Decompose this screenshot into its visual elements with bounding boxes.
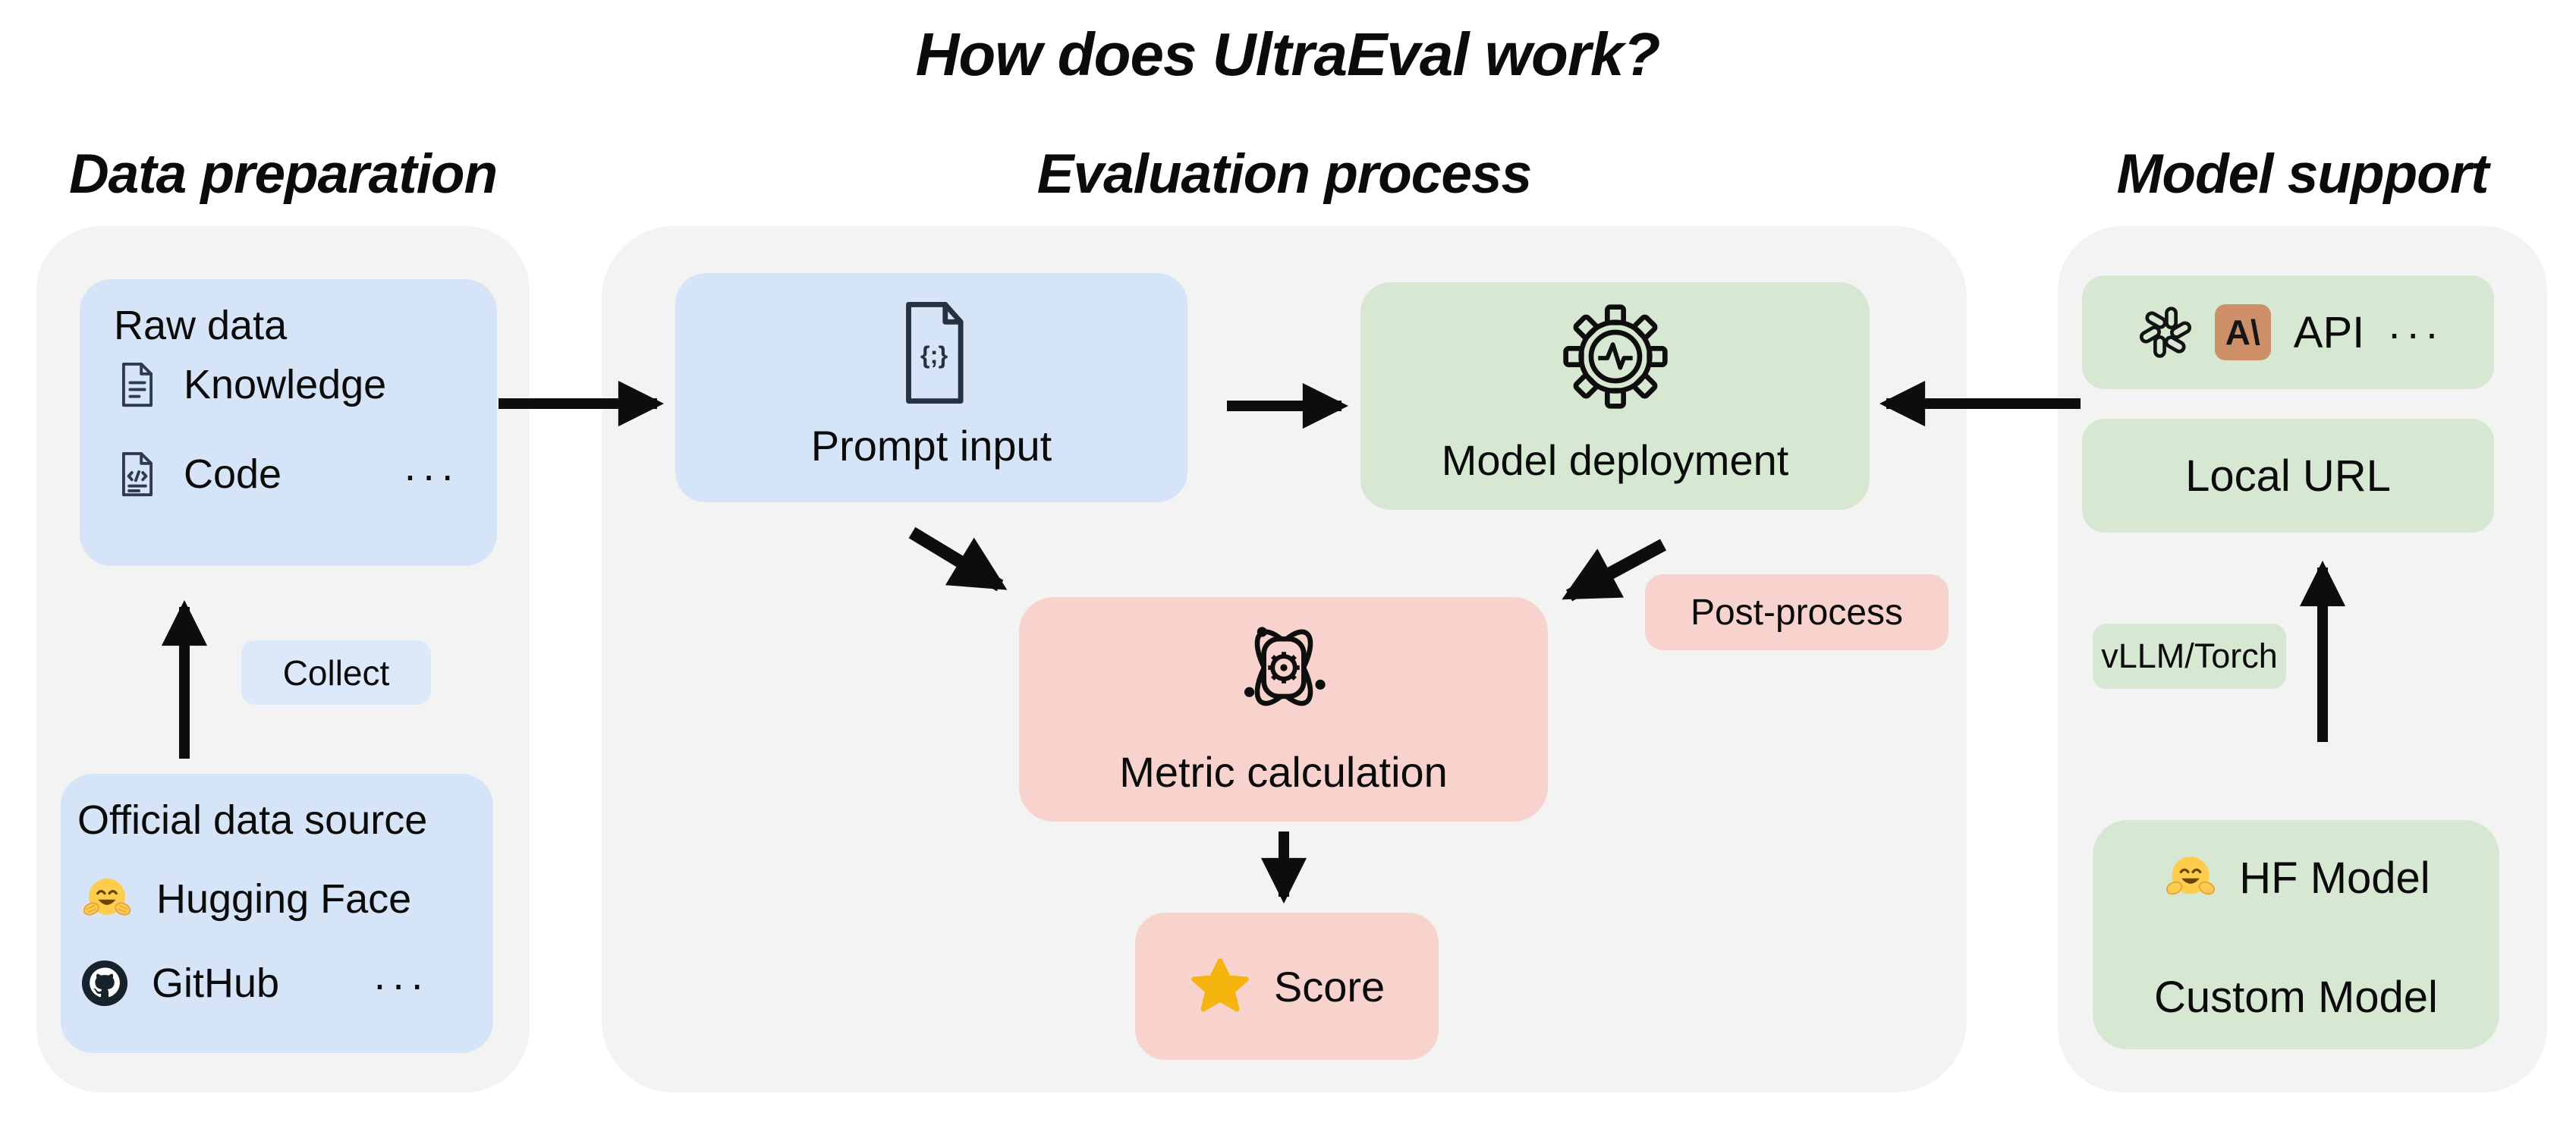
official-source-ellipsis: ··· bbox=[373, 959, 429, 1008]
metric-calculation-label: Metric calculation bbox=[1119, 748, 1448, 796]
code-file-icon bbox=[114, 448, 161, 501]
arrow-promptinput-to-metric bbox=[908, 527, 1008, 592]
prompt-input-box: {;} Prompt input bbox=[675, 273, 1187, 502]
github-label: GitHub bbox=[152, 960, 280, 1006]
official-data-source-box bbox=[61, 774, 493, 1053]
hf-model-row: HF Model bbox=[2093, 849, 2499, 907]
hugging-face-icon bbox=[2162, 849, 2219, 907]
vllm-torch-badge: vLLM/Torch bbox=[2093, 624, 2286, 689]
api-ellipsis: ··· bbox=[2387, 308, 2444, 357]
github-row: GitHub ··· bbox=[79, 957, 429, 1009]
hf-model-box: HF Model Custom Model bbox=[2093, 820, 2499, 1049]
collect-badge: Collect bbox=[241, 640, 431, 705]
anthropic-icon: A\ bbox=[2214, 304, 2271, 360]
prompt-input-label: Prompt input bbox=[810, 422, 1052, 470]
metric-calculation-box: Metric calculation bbox=[1019, 597, 1548, 822]
document-icon bbox=[114, 358, 161, 411]
hugging-face-row: Hugging Face bbox=[79, 871, 411, 927]
hf-model-label: HF Model bbox=[2239, 853, 2430, 903]
post-process-badge: Post-process bbox=[1645, 574, 1949, 650]
raw-data-knowledge-row: Knowledge bbox=[114, 358, 386, 411]
json-document-icon: {;} bbox=[675, 293, 1187, 413]
header-data-preparation: Data preparation bbox=[68, 143, 498, 205]
model-deployment-box: Model deployment bbox=[1360, 282, 1870, 510]
svg-text:{;}: {;} bbox=[920, 341, 947, 369]
raw-data-title: Raw data bbox=[114, 303, 288, 348]
knowledge-label: Knowledge bbox=[184, 362, 387, 407]
raw-data-ellipsis: ··· bbox=[403, 450, 460, 498]
api-box: A\ API ··· bbox=[2082, 275, 2494, 389]
header-model-support: Model support bbox=[2116, 143, 2490, 205]
raw-data-box bbox=[80, 279, 497, 566]
vllm-torch-label: vLLM/Torch bbox=[2101, 637, 2278, 675]
github-icon bbox=[79, 957, 131, 1009]
local-url-box: Local URL bbox=[2082, 419, 2494, 533]
openai-icon bbox=[2133, 300, 2198, 365]
score-box: Score bbox=[1135, 913, 1439, 1060]
official-data-source-title: Official data source bbox=[77, 797, 428, 843]
local-url-label: Local URL bbox=[2185, 451, 2391, 501]
raw-data-code-row: Code ··· bbox=[114, 448, 459, 501]
collect-badge-label: Collect bbox=[282, 652, 390, 693]
page-title: How does UltraEval work? bbox=[915, 20, 1661, 88]
arrow-deployment-to-metric bbox=[1562, 539, 1667, 602]
custom-model-label: Custom Model bbox=[2154, 973, 2438, 1022]
header-evaluation-process: Evaluation process bbox=[1036, 143, 1532, 205]
api-label: API bbox=[2293, 307, 2365, 357]
post-process-label: Post-process bbox=[1690, 592, 1904, 633]
atom-gear-icon bbox=[1019, 608, 1548, 728]
star-icon bbox=[1189, 955, 1251, 1017]
hugging-face-icon bbox=[79, 871, 135, 927]
hugging-face-label: Hugging Face bbox=[156, 876, 412, 922]
score-label: Score bbox=[1273, 962, 1386, 1011]
code-label: Code bbox=[184, 451, 282, 497]
gear-pulse-icon bbox=[1360, 296, 1870, 417]
model-deployment-label: Model deployment bbox=[1441, 436, 1789, 484]
